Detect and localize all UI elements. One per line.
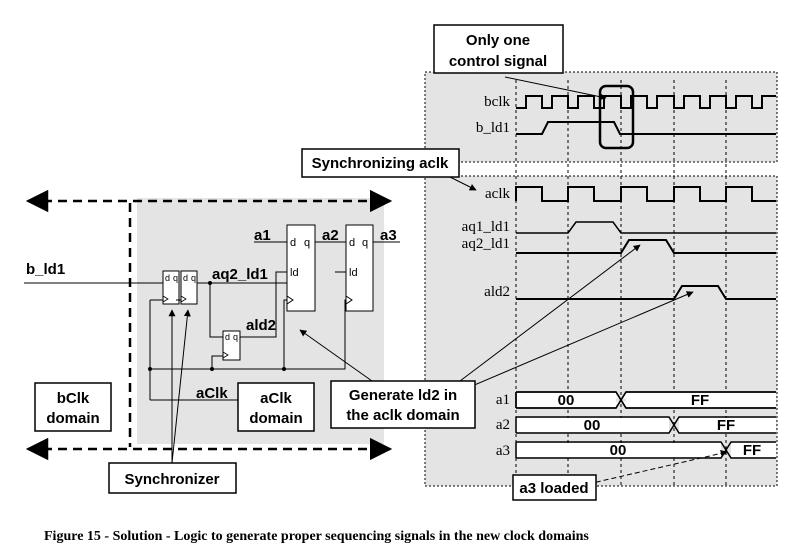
synchronizer-label: Synchronizer bbox=[124, 471, 219, 488]
ald2-waveform bbox=[516, 285, 776, 300]
sync-ff2-q-pin: q bbox=[191, 273, 196, 283]
reg-a2-label: a2 bbox=[322, 227, 339, 244]
synchronizing-aclk-callout bbox=[301, 148, 460, 178]
reg-a2-q-pin: q bbox=[304, 237, 310, 249]
aq1-ld1-wave-label: aq1_ld1 bbox=[462, 219, 510, 235]
synchronizing-aclk-label: Synchronizing aclk bbox=[312, 155, 449, 172]
a3-loaded-callout bbox=[512, 474, 597, 501]
a2-bus-label: a2 bbox=[496, 417, 510, 433]
a3-bus-waveform bbox=[515, 441, 776, 459]
reg-a1-label: a1 bbox=[254, 227, 271, 244]
aclk-domain-line2: domain bbox=[249, 410, 302, 427]
a2-old-value: 00 bbox=[584, 417, 601, 434]
only-one-control-line1: Only one bbox=[466, 32, 530, 49]
bclk-domain-line1: bClk bbox=[57, 390, 90, 407]
only-one-control-line2: control signal bbox=[449, 53, 547, 70]
bclk-wave-label: bclk bbox=[484, 94, 510, 110]
aclk-domain-line1: aClk bbox=[260, 390, 292, 407]
register-a3 bbox=[345, 224, 374, 312]
a3-bus-label: a3 bbox=[496, 443, 510, 459]
a3-loaded-label: a3 loaded bbox=[519, 480, 588, 497]
synchronizer-callout bbox=[108, 462, 237, 494]
a3-old-value: 00 bbox=[610, 442, 627, 459]
figure-caption: Figure 15 - Solution - Logic to generate… bbox=[44, 529, 589, 544]
aclk-wire-label: aClk bbox=[196, 385, 228, 402]
sync-flipflop-2 bbox=[180, 270, 198, 305]
b-ld1-input-label: b_ld1 bbox=[26, 261, 65, 278]
ald2-wire-label: ald2 bbox=[246, 317, 276, 334]
a1-new-value: FF bbox=[691, 392, 709, 409]
ald2-ff-q-pin: q bbox=[233, 332, 238, 342]
reg-a2-ld-pin: ld bbox=[290, 267, 299, 279]
reg-a2-d-pin: d bbox=[290, 237, 296, 249]
reg-a3-label: a3 bbox=[380, 227, 397, 244]
sync-ff2-d-pin: d bbox=[183, 273, 188, 283]
reg-a3-d-pin: d bbox=[349, 237, 355, 249]
a2-bus-waveform bbox=[515, 416, 776, 434]
sync-ff1-d-pin: d bbox=[165, 273, 170, 283]
aclk-domain-box bbox=[237, 382, 315, 432]
aq2-ld1-label: aq2_ld1 bbox=[212, 266, 268, 283]
bclk-domain-line2: domain bbox=[46, 410, 99, 427]
aq2-ld1-wave-label: aq2_ld1 bbox=[462, 236, 510, 252]
generate-ld2-line2: the aclk domain bbox=[346, 407, 459, 424]
ald2-flipflop bbox=[222, 330, 241, 361]
ald2-wave-label: ald2 bbox=[484, 284, 510, 300]
reg-a3-ld-pin: ld bbox=[349, 267, 358, 279]
only-one-control-callout bbox=[433, 24, 564, 74]
aq1-ld1-waveform bbox=[516, 221, 776, 234]
schematic-wires bbox=[24, 241, 400, 401]
a1-old-value: 00 bbox=[558, 392, 575, 409]
ald2-ff-d-pin: d bbox=[225, 332, 230, 342]
only-one-control-highlight bbox=[598, 84, 635, 150]
bclk-waveform bbox=[516, 95, 776, 109]
b-ld1-waveform bbox=[516, 121, 776, 135]
bclk-domain-box bbox=[34, 382, 112, 432]
sync-ff1-q-pin: q bbox=[173, 273, 178, 283]
aclk-waveform bbox=[515, 186, 776, 202]
generate-ld2-line1: Generate ld2 in bbox=[349, 387, 457, 404]
reg-a3-q-pin: q bbox=[362, 237, 368, 249]
register-a2 bbox=[286, 224, 316, 312]
a1-bus-label: a1 bbox=[496, 392, 510, 408]
sync-flipflop-1 bbox=[162, 270, 180, 305]
aclk-wave-label: aclk bbox=[485, 186, 510, 202]
b-ld1-wave-label: b_ld1 bbox=[476, 120, 510, 136]
a3-new-value: FF bbox=[743, 442, 761, 459]
a2-new-value: FF bbox=[717, 417, 735, 434]
aq2-ld1-waveform bbox=[516, 239, 776, 254]
generate-ld2-callout bbox=[330, 380, 476, 429]
